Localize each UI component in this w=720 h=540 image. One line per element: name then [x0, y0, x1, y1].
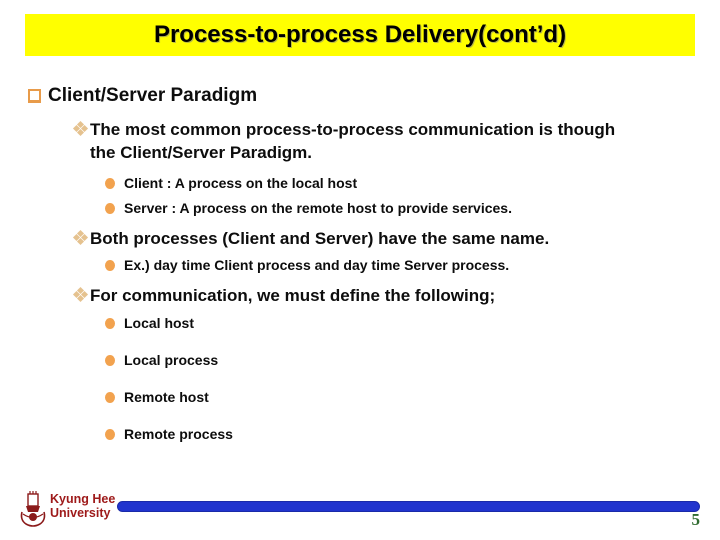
- sub-bullet-text: Client : A process on the local host: [124, 175, 358, 191]
- sub-bullet-row: Local process: [105, 353, 218, 368]
- bullet-text: For communication, we must define the fo…: [90, 286, 496, 305]
- circle-bullet-icon: [105, 429, 115, 440]
- sub-bullet-text: Local process: [124, 352, 219, 368]
- sub-bullet-text: Ex.) day time Client process and day tim…: [124, 257, 510, 273]
- university-name-line2: University: [50, 506, 111, 520]
- diamond-bullet-icon: [72, 229, 89, 246]
- sub-bullet-row: Remote host: [105, 390, 209, 405]
- circle-bullet-icon: [105, 260, 115, 271]
- bullet-row: For communication, we must define the fo…: [72, 284, 496, 307]
- sub-bullet-text: Local host: [124, 315, 195, 331]
- sub-bullet-row: Ex.) day time Client process and day tim…: [105, 258, 509, 273]
- square-bullet-icon: [28, 89, 41, 103]
- circle-bullet-icon: [105, 178, 115, 189]
- bullet-text: The most common process-to-process commu…: [90, 120, 616, 162]
- slide-title: Process-to-process Delivery(cont’d): [153, 21, 567, 48]
- bullet-row: The most common process-to-process commu…: [72, 118, 642, 164]
- circle-bullet-icon: [105, 355, 115, 366]
- sub-bullet-row: Client : A process on the local host: [105, 176, 357, 191]
- diamond-bullet-icon: [72, 286, 89, 303]
- university-name-line1: Kyung Hee: [50, 492, 116, 506]
- slide-title-bar: Process-to-process Delivery(cont’d): [25, 14, 695, 56]
- sub-bullet-text: Remote process: [124, 426, 233, 442]
- heading-row: Client/Server Paradigm: [28, 86, 257, 106]
- page-number: 5: [691, 510, 701, 529]
- sub-bullet-row: Server : A process on the remote host to…: [105, 201, 512, 216]
- university-logo: [18, 490, 48, 535]
- bullet-row: Both processes (Client and Server) have …: [72, 227, 550, 250]
- sub-bullet-row: Remote process: [105, 427, 233, 442]
- sub-bullet-text: Remote host: [124, 389, 209, 405]
- circle-bullet-icon: [105, 318, 115, 329]
- sub-bullet-text: Server : A process on the remote host to…: [124, 200, 512, 216]
- sub-bullet-row: Local host: [105, 316, 194, 331]
- circle-bullet-icon: [105, 203, 115, 214]
- diamond-bullet-icon: [72, 120, 89, 137]
- circle-bullet-icon: [105, 392, 115, 403]
- bullet-text: Both processes (Client and Server) have …: [90, 229, 550, 248]
- university-name: Kyung Hee University: [50, 492, 115, 520]
- footer-divider-bar: [117, 501, 700, 512]
- section-heading: Client/Server Paradigm: [48, 85, 258, 106]
